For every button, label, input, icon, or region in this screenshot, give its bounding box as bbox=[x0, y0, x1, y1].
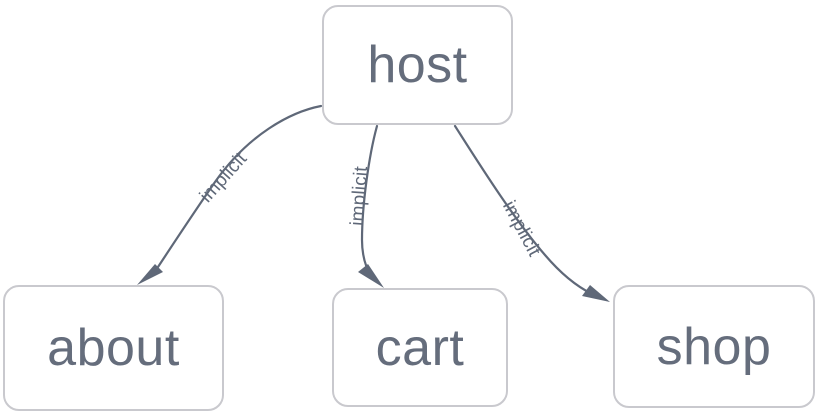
edge-host-shop-arrowhead bbox=[582, 285, 610, 302]
edge-host-cart-label: implicit bbox=[347, 165, 372, 226]
edge-host-cart-arrowhead bbox=[358, 264, 384, 288]
edge-host-about[interactable]: implicit bbox=[137, 104, 323, 285]
edge-host-about-arrowhead bbox=[137, 264, 163, 285]
edge-host-cart[interactable]: implicit bbox=[347, 124, 384, 288]
edge-host-shop-label: implicit bbox=[498, 197, 545, 260]
node-cart-label: cart bbox=[375, 318, 465, 377]
node-shop-label: shop bbox=[656, 317, 772, 376]
edge-host-shop[interactable]: implicit bbox=[453, 124, 610, 302]
edge-host-about-path bbox=[150, 104, 323, 278]
node-shop[interactable]: shop bbox=[613, 285, 815, 408]
node-about-label: about bbox=[47, 319, 180, 377]
node-host-label: host bbox=[367, 36, 468, 94]
node-about[interactable]: about bbox=[3, 285, 224, 411]
edge-host-about-label: implicit bbox=[196, 148, 252, 207]
node-host[interactable]: host bbox=[322, 5, 513, 125]
node-cart[interactable]: cart bbox=[332, 288, 508, 407]
edge-host-shop-path bbox=[453, 124, 594, 296]
